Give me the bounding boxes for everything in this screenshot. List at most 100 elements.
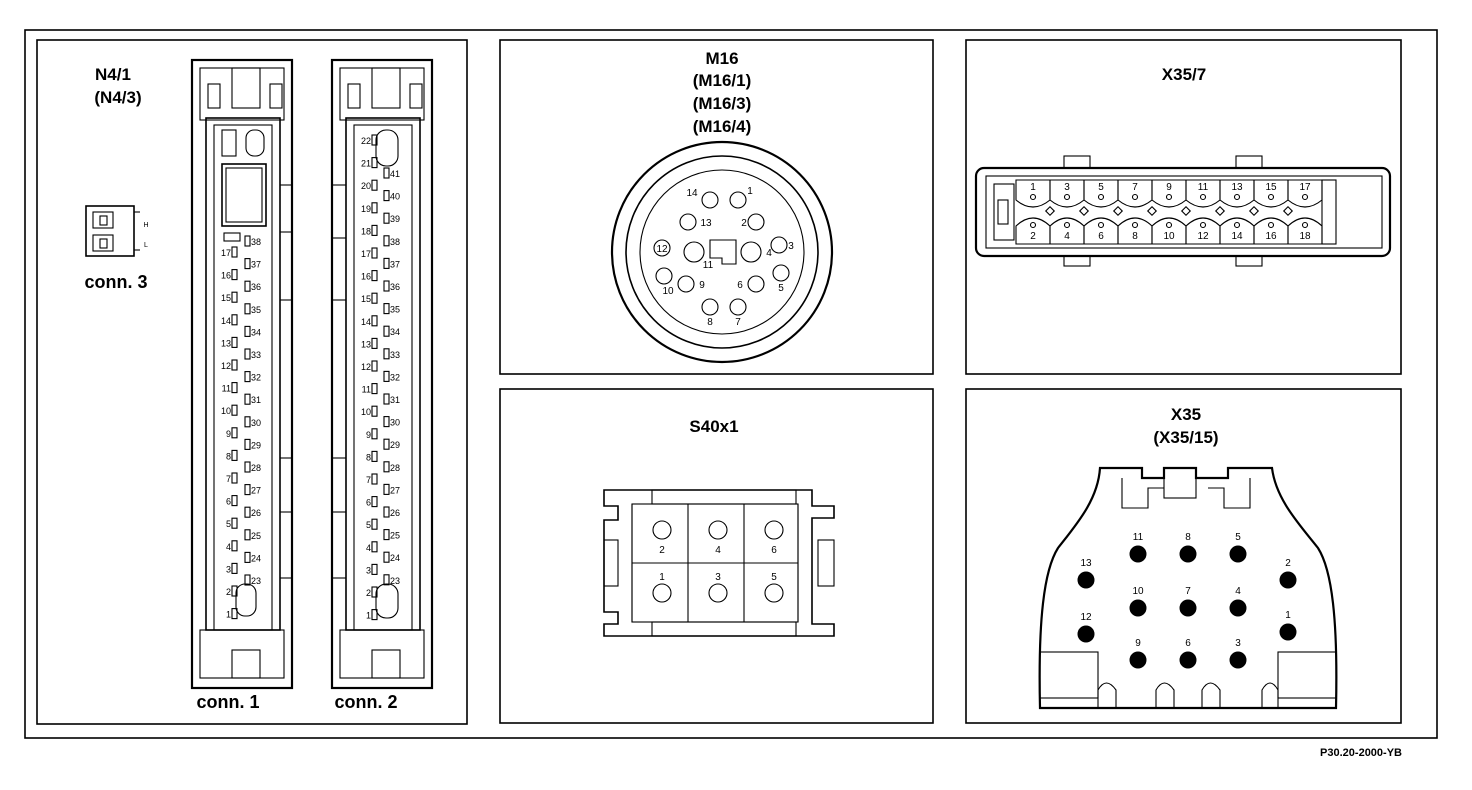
pin-label: 7 (226, 474, 231, 484)
pin-slot (231, 427, 238, 439)
conn3-connector: H L (85, 205, 149, 257)
panel-x35-border (965, 388, 1402, 724)
pin-slot (371, 202, 378, 214)
pin-slot (383, 529, 390, 541)
pin-slot (231, 449, 238, 461)
pin-label: 38 (390, 237, 400, 247)
x35-pin (1229, 545, 1247, 563)
panel-x35-7-border (965, 39, 1402, 375)
x35-pin (1229, 599, 1247, 617)
pin-label: 3 (226, 564, 231, 574)
pin-slot (244, 235, 251, 247)
pin-label: 23 (251, 576, 261, 586)
pin-label: 34 (390, 327, 400, 337)
pin-label: 15 (221, 293, 231, 303)
pin-slot (244, 506, 251, 518)
x35-7-pin (1267, 193, 1275, 201)
x35-7-pin-label: 3 (1064, 182, 1070, 193)
pin-slot (383, 506, 390, 518)
pin-slot (244, 438, 251, 450)
panel-n4: N4/1 (N4/3) H L conn. 3 (36, 39, 468, 725)
x35-7-pin (1233, 221, 1241, 229)
pin-label: 35 (251, 305, 261, 315)
m16-pin (747, 275, 765, 293)
pin-slot (371, 224, 378, 236)
x35-7-latch (1248, 205, 1260, 217)
pin-label: 28 (390, 463, 400, 473)
s40x1-pin (708, 520, 728, 540)
pin-slot (383, 370, 390, 382)
n4-title-line-1: N4/1 (95, 65, 131, 84)
pin-slot (383, 438, 390, 450)
pin-slot (244, 303, 251, 315)
pin-label: 17 (361, 249, 371, 259)
pin-label: 4 (366, 543, 371, 553)
pin-slot (231, 382, 238, 394)
pin-label: 14 (361, 317, 371, 327)
pin-label: 29 (251, 440, 261, 450)
pin-slot (371, 292, 378, 304)
m16-pin-label: 2 (741, 218, 747, 229)
m16-pin (677, 275, 695, 293)
pin-slot (371, 157, 378, 169)
x35-7-pin (1301, 193, 1309, 201)
x35-pin-label: 10 (1132, 586, 1144, 597)
pin-slot (231, 562, 238, 574)
panel-m16: M16 (M16/1) (M16/3) (M16/4) 123456789101… (499, 39, 934, 375)
x35-7-pin (1165, 193, 1173, 201)
pin-slot (383, 348, 390, 360)
m16-pin-label: 9 (699, 280, 705, 291)
m16-pin-label: 3 (788, 241, 794, 252)
x35-7-pin-label: 11 (1198, 182, 1209, 193)
pin-slot (383, 280, 390, 292)
pin-label: 31 (251, 395, 261, 405)
m16-title-line-2: (M16/1) (693, 71, 752, 90)
m16-title-line-1: M16 (705, 49, 738, 68)
x35-7-pin-label: 9 (1166, 182, 1172, 193)
pin-slot (244, 529, 251, 541)
x35-7-cell (1287, 179, 1323, 208)
m16-pin (740, 241, 762, 263)
x35-pin (1077, 571, 1095, 589)
pin-label: 25 (390, 531, 400, 541)
x35-7-pin (1097, 221, 1105, 229)
pin-label: 33 (251, 350, 261, 360)
pin-label: 22 (361, 136, 371, 146)
s40x1-pin-label: 1 (659, 572, 665, 583)
m16-pin-label: 1 (747, 186, 753, 197)
x35-7-pin (1131, 193, 1139, 201)
x35-7-pin (1029, 221, 1037, 229)
pin-label: 24 (390, 553, 400, 563)
pin-label: 34 (251, 327, 261, 337)
pin-label: 40 (390, 192, 400, 202)
pin-slot (371, 270, 378, 282)
conn1-label: conn. 1 (196, 692, 259, 712)
pin-slot (231, 404, 238, 416)
pin-label: 17 (221, 248, 231, 258)
x35-pin (1179, 599, 1197, 617)
x35-pin-label: 11 (1133, 532, 1144, 543)
pin-label: 5 (226, 519, 231, 529)
x35-7-pin-label: 1 (1030, 182, 1036, 193)
pin-slot (244, 258, 251, 270)
m16-pin (747, 213, 765, 231)
pin-slot (383, 212, 390, 224)
pin-label: 7 (366, 475, 371, 485)
x35-7-pin-label: 2 (1030, 231, 1036, 242)
pin-label: 35 (390, 305, 400, 315)
pin-slot (244, 416, 251, 428)
pin-slot (383, 257, 390, 269)
pin-label: 3 (366, 565, 371, 575)
x35-7-pin-label: 14 (1231, 231, 1243, 242)
m16-pin-label: 14 (686, 188, 698, 199)
x35-pin (1179, 651, 1197, 669)
x35-7-pin-label: 4 (1064, 231, 1070, 242)
pin-label: 1 (226, 610, 231, 620)
pin-slot (371, 405, 378, 417)
x35-7-pin-label: 18 (1299, 231, 1311, 242)
m16-pin (701, 191, 719, 209)
pin-slot (231, 336, 238, 348)
pin-slot (371, 609, 378, 621)
pin-slot (244, 574, 251, 586)
